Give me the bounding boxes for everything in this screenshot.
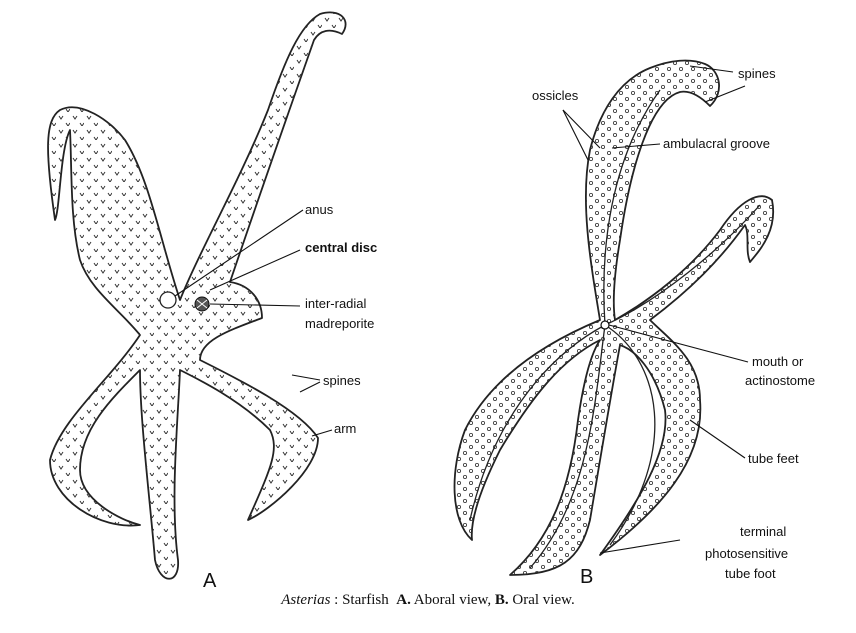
leader-tube-feet bbox=[689, 419, 746, 459]
caption-b-text: Oral view. bbox=[512, 592, 575, 608]
anus-mark bbox=[159, 291, 177, 309]
leader-madreporite bbox=[209, 303, 301, 307]
label-actinostome: actinostome bbox=[745, 373, 815, 388]
label-spines-a: spines bbox=[323, 373, 361, 388]
label-photosensitive: photosensitive bbox=[705, 546, 788, 561]
leader-mouth bbox=[608, 324, 749, 363]
leader-spines-b-1 bbox=[689, 65, 734, 73]
label-ambulacral-groove: ambulacral groove bbox=[663, 136, 770, 151]
figure-caption: Asterias : Starfish A. Aboral view, B. O… bbox=[0, 592, 856, 609]
caption-common-name: Starfish bbox=[342, 592, 389, 608]
leader-ossicles-1 bbox=[562, 109, 589, 161]
caption-genus: Asterias bbox=[281, 592, 331, 608]
label-tube-foot: tube foot bbox=[725, 566, 776, 581]
label-anus: anus bbox=[305, 202, 334, 217]
label-spines-b: spines bbox=[738, 66, 776, 81]
leader-anus bbox=[174, 209, 304, 297]
label-terminal: terminal bbox=[740, 524, 786, 539]
starfish-b-oral: spines ossicles ambulacral groove mouth … bbox=[453, 59, 815, 588]
label-ossicles: ossicles bbox=[532, 88, 579, 103]
caption-separator: : bbox=[334, 592, 339, 608]
leader-central-disc bbox=[209, 249, 301, 291]
leader-arm bbox=[311, 429, 333, 437]
label-madreporite: madreporite bbox=[305, 316, 374, 331]
leader-ambulacral bbox=[611, 143, 661, 149]
caption-b-letter: B. bbox=[494, 592, 509, 608]
label-inter-radial: inter-radial bbox=[305, 296, 367, 311]
label-tube-feet: tube feet bbox=[748, 451, 799, 466]
mouth-mark bbox=[600, 320, 610, 330]
panel-letter-a: A bbox=[203, 570, 217, 592]
leader-spines-b-2 bbox=[704, 85, 746, 103]
starfish-a-aboral: anus central disc inter-radial madrepori… bbox=[47, 11, 377, 592]
leader-spines-a-2 bbox=[299, 381, 321, 393]
label-mouth: mouth or bbox=[752, 354, 804, 369]
label-central-disc: central disc bbox=[305, 240, 377, 255]
label-arm: arm bbox=[334, 421, 356, 436]
caption-a-letter: A. bbox=[396, 592, 411, 608]
panel-letter-b: B bbox=[580, 566, 593, 588]
leader-terminal bbox=[599, 539, 681, 554]
leader-ossicles-2 bbox=[562, 109, 601, 149]
leader-spines-a-1 bbox=[291, 374, 321, 381]
caption-a-text: Aboral view, bbox=[413, 592, 492, 608]
